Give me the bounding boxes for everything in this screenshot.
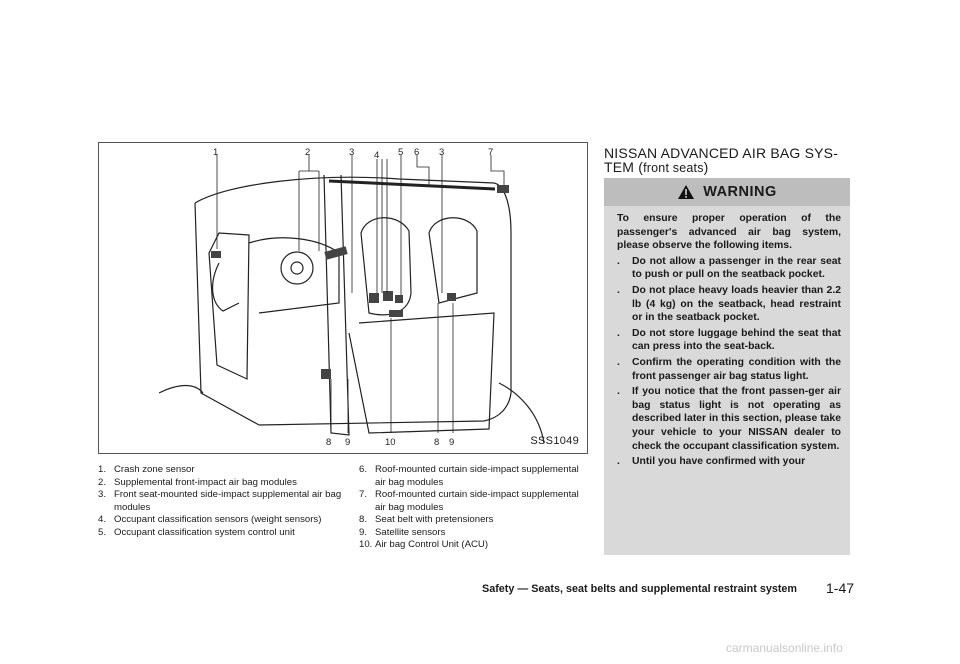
caption-item: 8.Seat belt with pretensioners [359,514,494,525]
callout-9: 9 [345,437,350,448]
rear-door [348,312,495,434]
warning-title: WARNING [703,184,777,200]
caption-item: 6.Roof-mounted curtain side-impact suppl… [359,464,579,488]
callout-1: 1 [213,147,218,158]
caption-item: 5.Occupant classification system control… [98,526,295,538]
b-pillar [323,174,350,436]
figure-code: SSS1049 [530,435,579,447]
warning-body: To ensure proper operation of the passen… [617,212,841,471]
front-door [208,232,250,380]
roof-curtain-airbag [328,179,496,191]
warning-item: .Do not allow a passenger in the rear se… [617,255,841,281]
callout-8b: 8 [434,437,439,448]
warning-intro: To ensure proper operation of the passen… [617,213,841,252]
airbag-diagram-figure: 1 2 3 4 5 6 3 7 8 9 10 8 9 SSS1049 [98,142,588,454]
door-opening-outline [194,202,260,426]
callout-4: 4 [374,150,379,161]
warning-box: WARNING To ensure proper operation of th… [604,178,850,555]
caption-item: 3.Front seat-mounted side-impact supplem… [98,489,342,513]
callout-10: 10 [385,437,396,448]
caption-item: 7.Roof-mounted curtain side-impact suppl… [359,489,579,513]
warning-item: .Do not store luggage behind the seat th… [617,327,841,353]
warning-triangle-icon [678,185,695,199]
caption-list-right: 6.Roof-mounted curtain side-impact suppl… [359,464,589,552]
callout-2: 2 [305,147,310,158]
callout-7: 7 [488,147,493,158]
section-title: NISSAN ADVANCED AIR BAG SYS- TEM (front … [604,145,839,175]
caption-item: 2.Supplemental front-impact air bag modu… [98,476,297,488]
warning-item: .Until you have confirmed with your [617,456,806,468]
body-outline [194,176,512,426]
warning-item: .Do not place heavy loads heavier than 2… [617,284,841,324]
callout-6: 6 [414,147,419,158]
caption-list-left: 1.Crash zone sensor 2.Supplemental front… [98,464,348,539]
caption-item: 10.Air bag Control Unit (ACU) [359,539,489,550]
caption-item: 9.Satellite sensors [359,526,446,538]
steering-wheel [280,251,314,285]
warning-item: .Confirm the operating condition with th… [617,356,841,382]
callout-9b: 9 [449,437,454,448]
rear-seat [428,217,478,304]
callout-5: 5 [398,147,403,158]
warning-header: WARNING [604,178,850,206]
callout-3: 3 [349,147,354,158]
crash-zone-sensor-shape [211,251,221,258]
watermark[interactable]: carmanualsonline.info [726,641,843,655]
front-seat [360,217,412,316]
vehicle-airbag-diagram: 1 2 3 4 5 6 3 7 8 9 10 8 9 [158,147,545,448]
warning-item: .If you notice that the front passen-ger… [617,386,841,452]
page-footer: Safety — Seats, seat belts and supplemen… [482,583,798,595]
caption-item: 4.Occupant classification sensors (weigh… [98,514,322,525]
page-number: 1-47 [826,580,855,596]
callout-3b: 3 [439,147,444,158]
caption-item: 1.Crash zone sensor [98,464,195,475]
callout-8: 8 [326,437,331,448]
